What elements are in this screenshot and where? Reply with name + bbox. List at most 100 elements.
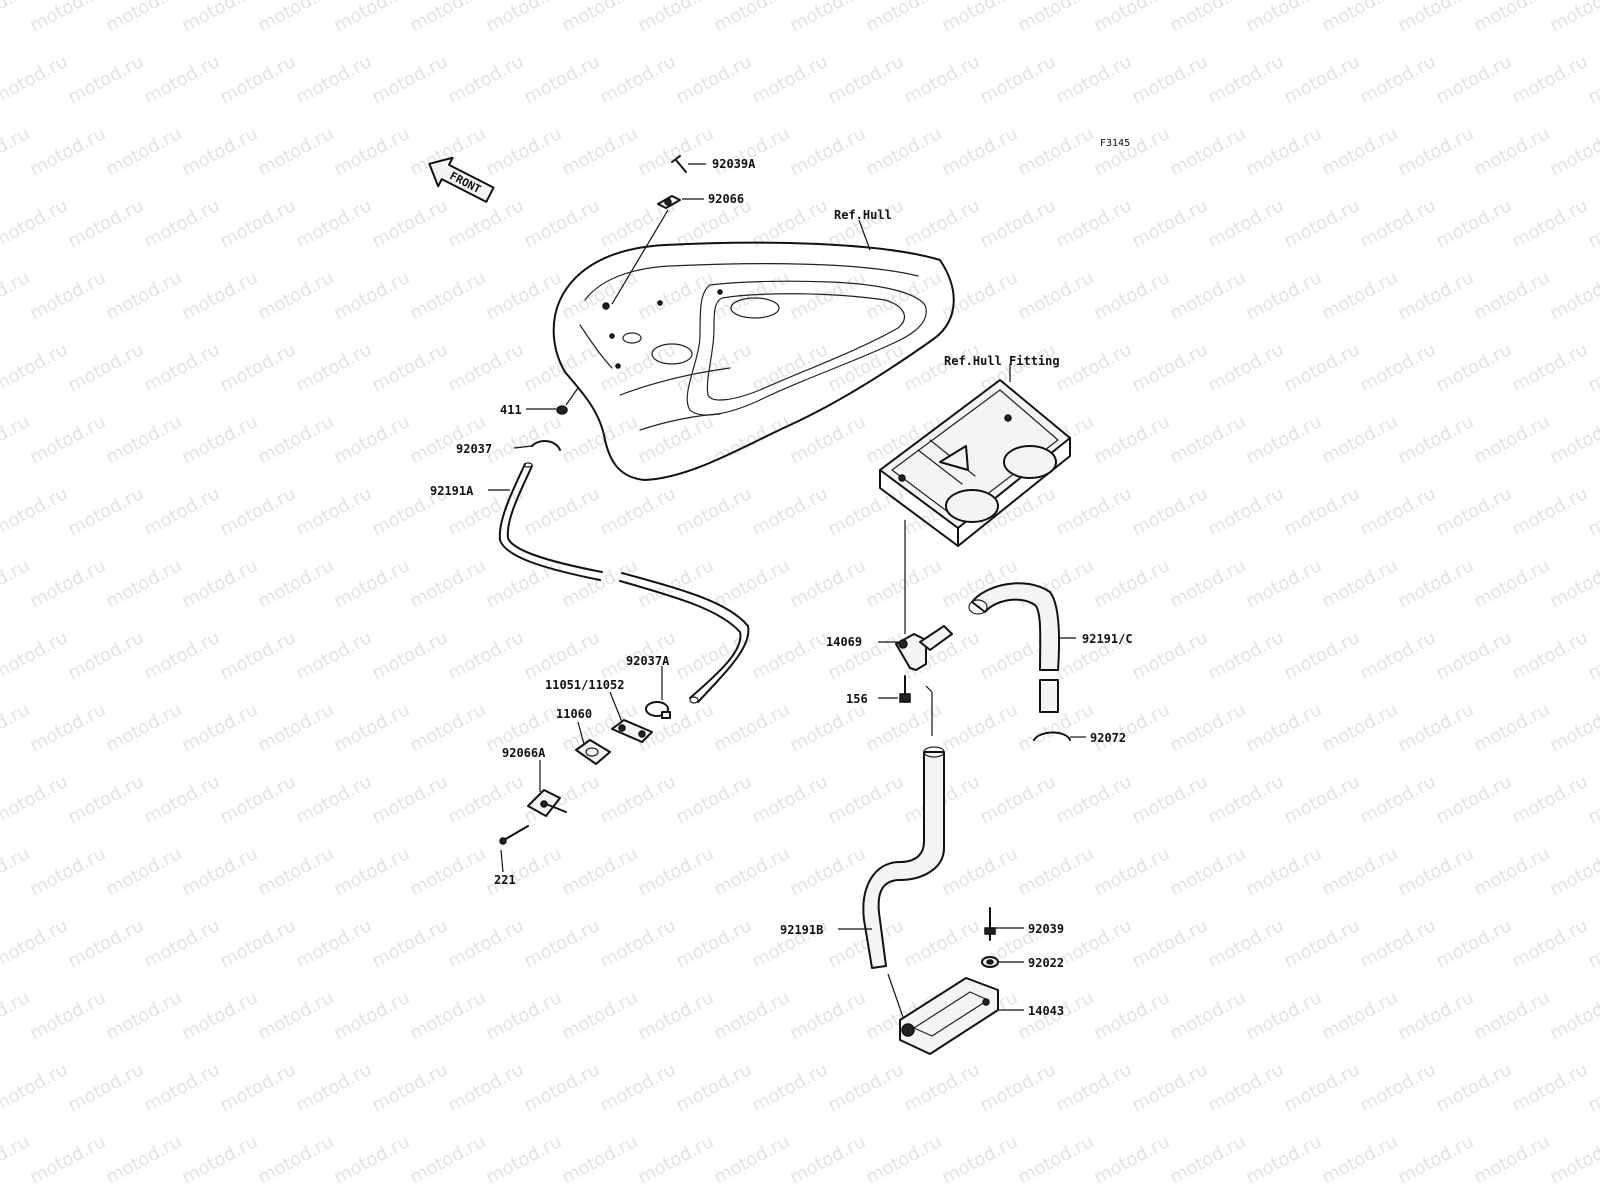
watermark-text: motod.ru <box>482 1131 565 1188</box>
watermark-text: motod.ru <box>710 555 793 612</box>
watermark-text: motod.ru <box>1242 843 1325 900</box>
watermark-text: motod.ru <box>292 51 375 108</box>
watermark-text: motod.ru <box>634 1131 717 1188</box>
watermark-text: motod.ru <box>368 627 451 684</box>
watermark-text: motod.ru <box>710 267 793 324</box>
hull-deck <box>552 241 955 481</box>
watermark-text: motod.ru <box>596 915 679 972</box>
watermark-text: motod.ru <box>406 1131 489 1188</box>
callout-156: 156 <box>846 692 868 706</box>
watermark-text: motod.ru <box>596 771 679 828</box>
watermark-text: motod.ru <box>786 123 869 180</box>
watermark-text: motod.ru <box>1508 915 1591 972</box>
watermark-text: motod.ru <box>406 411 489 468</box>
watermark-text: motod.ru <box>444 771 527 828</box>
watermark-text: motod.ru <box>254 1131 337 1188</box>
plate-11051-11052 <box>611 719 653 743</box>
watermark-text: motod.ru <box>786 267 869 324</box>
watermark-text: motod.ru <box>1166 267 1249 324</box>
watermark-text: motod.ru <box>1280 51 1363 108</box>
watermark-text: motod.ru <box>0 267 33 324</box>
watermark-text: motod.ru <box>672 771 755 828</box>
watermark-text: motod.ru <box>64 51 147 108</box>
callout-92191C: 92191/C <box>1082 632 1133 646</box>
watermark-text: motod.ru <box>26 987 109 1044</box>
watermark-text: motod.ru <box>1128 51 1211 108</box>
watermark-text: motod.ru <box>596 1059 679 1116</box>
watermark-text: motod.ru <box>1508 483 1591 540</box>
watermark-text: motod.ru <box>1318 1131 1401 1188</box>
watermark-text: motod.ru <box>1166 1131 1249 1188</box>
watermark-text: motod.ru <box>330 1131 413 1188</box>
watermark-text: motod.ru <box>1242 555 1325 612</box>
watermark-text: motod.ru <box>330 843 413 900</box>
watermark-text: motod.ru <box>938 699 1021 756</box>
watermark-text: motod.ru <box>1394 1131 1477 1188</box>
watermark-text: motod.ru <box>1014 123 1097 180</box>
watermark-text: motod.ru <box>178 1131 261 1188</box>
watermark-text: motod.ru <box>1014 843 1097 900</box>
callout-92037: 92037 <box>456 442 492 456</box>
watermark-text: motod.ru <box>1014 267 1097 324</box>
watermark-text: motod.ru <box>1546 555 1600 612</box>
watermark-text: motod.ru <box>1052 51 1135 108</box>
watermark-text: motod.ru <box>672 1059 755 1116</box>
watermark-text: motod.ru <box>596 483 679 540</box>
watermark-text: motod.ru <box>862 1131 945 1188</box>
watermark-text: motod.ru <box>596 339 679 396</box>
watermark-text: motod.ru <box>558 843 641 900</box>
watermark-text: motod.ru <box>558 0 641 36</box>
watermark-text: motod.ru <box>1166 987 1249 1044</box>
watermark-text: motod.ru <box>64 627 147 684</box>
watermark-text: motod.ru <box>862 0 945 36</box>
watermark-text: motod.ru <box>1394 555 1477 612</box>
watermark-text: motod.ru <box>824 483 907 540</box>
watermark-text: motod.ru <box>216 483 299 540</box>
watermark-text: motod.ru <box>254 411 337 468</box>
watermark-text: motod.ru <box>0 915 71 972</box>
watermark-text: motod.ru <box>406 843 489 900</box>
watermark-text: motod.ru <box>1470 123 1553 180</box>
watermark-text: motod.ru <box>1470 843 1553 900</box>
watermark-text: motod.ru <box>1546 123 1600 180</box>
watermark-text: motod.ru <box>1280 771 1363 828</box>
watermark-text: motod.ru <box>520 483 603 540</box>
watermark-text: motod.ru <box>1584 339 1600 396</box>
watermark-text: motod.ru <box>102 843 185 900</box>
watermark-text: motod.ru <box>824 771 907 828</box>
watermark-text: motod.ru <box>368 771 451 828</box>
elbow-14069 <box>895 625 953 671</box>
watermark-text: motod.ru <box>406 0 489 36</box>
watermark-text: motod.ru <box>1280 627 1363 684</box>
watermark-text: motod.ru <box>0 483 71 540</box>
callout-92039: 92039 <box>1028 922 1064 936</box>
watermark-text: motod.ru <box>1014 0 1097 36</box>
watermark-text: motod.ru <box>254 843 337 900</box>
watermark-text: motod.ru <box>558 1131 641 1188</box>
watermark-text: motod.ru <box>1432 771 1515 828</box>
watermark-text: motod.ru <box>1356 1059 1439 1116</box>
watermark-text: motod.ru <box>1318 411 1401 468</box>
watermark-text: motod.ru <box>520 51 603 108</box>
watermark-text: motod.ru <box>1432 627 1515 684</box>
watermark-text: motod.ru <box>406 699 489 756</box>
rivet-92039 <box>984 907 996 941</box>
watermark-text: motod.ru <box>216 339 299 396</box>
watermark-text: motod.ru <box>1128 771 1211 828</box>
screw-221 <box>499 825 529 845</box>
watermark-text: motod.ru <box>330 987 413 1044</box>
watermark-text: motod.ru <box>406 555 489 612</box>
watermark-text: motod.ru <box>786 1131 869 1188</box>
watermark-text: motod.ru <box>1204 1059 1287 1116</box>
callout-11051-11052: 11051/11052 <box>545 678 624 692</box>
watermark-text: motod.ru <box>1584 195 1600 252</box>
watermark-text: motod.ru <box>710 1131 793 1188</box>
watermark-text: motod.ru <box>748 1059 831 1116</box>
watermark-text: motod.ru <box>1508 1059 1591 1116</box>
watermark-text: motod.ru <box>482 267 565 324</box>
watermark-text: motod.ru <box>824 51 907 108</box>
clamp-92037a <box>645 701 671 719</box>
watermark-text: motod.ru <box>140 771 223 828</box>
watermark-text: motod.ru <box>102 987 185 1044</box>
